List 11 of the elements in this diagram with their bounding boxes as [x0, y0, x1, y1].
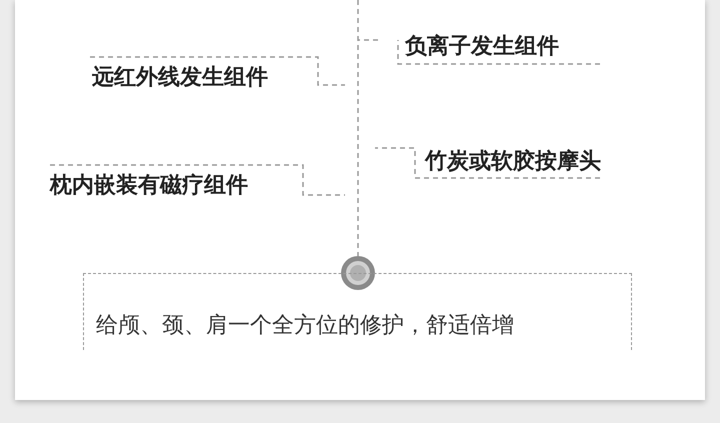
callout-label: 远红外线发生组件 [92, 64, 268, 92]
callout-label: 枕内嵌装有磁疗组件 [50, 172, 248, 200]
callout-label: 竹炭或软胶按摩头 [425, 148, 601, 176]
leader-line [50, 164, 345, 196]
leader-line [90, 56, 345, 86]
center-line [357, 0, 359, 256]
leader-line [357, 39, 601, 65]
circle-marker [341, 256, 375, 290]
leader-line [375, 147, 600, 179]
callout-label: 负离子发生组件 [405, 33, 559, 61]
slogan-text: 给颅、颈、肩一个全方位的修护，舒适倍增 [96, 312, 514, 340]
